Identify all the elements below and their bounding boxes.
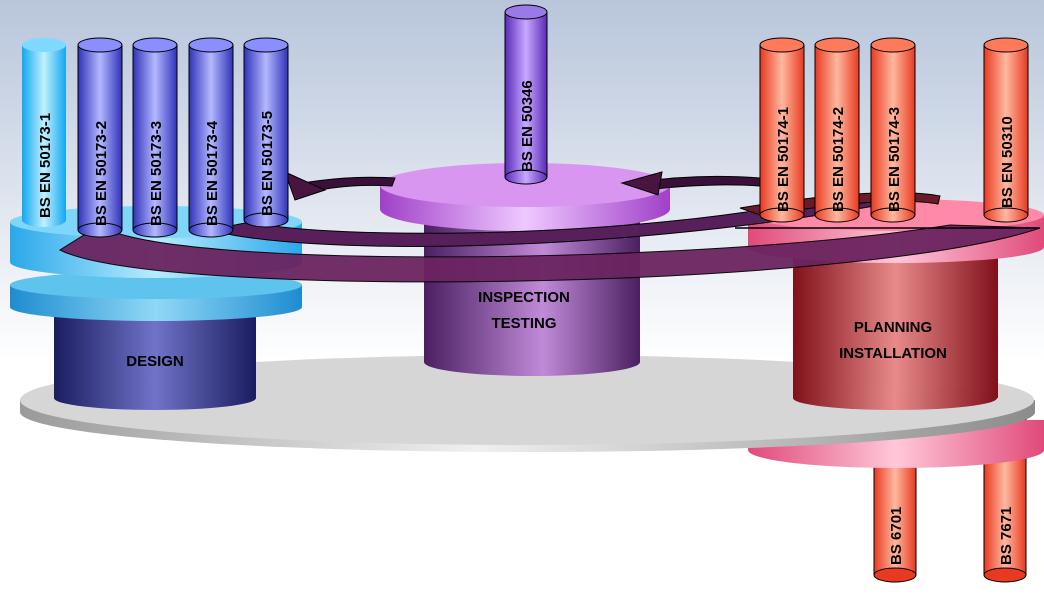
planning-label-line2: INSTALLATION <box>839 345 947 362</box>
design-label: DESIGN <box>126 353 184 370</box>
pillar-bs-en-50173-2: BS EN 50173-2 <box>77 37 123 238</box>
base-platform <box>20 355 1035 453</box>
inspection-label-line2: TESTING <box>491 315 556 332</box>
label-bs-en-50173-4: BS EN 50173-4 <box>204 120 221 226</box>
planning-cylinder <box>793 240 998 410</box>
inspection-disk <box>380 163 670 231</box>
pillar-bs-en-50173-5: BS EN 50173-5 <box>243 37 289 228</box>
pillar-bs-en-50174-1: BS EN 50174-1 <box>759 37 805 223</box>
pillar-bs-en-50173-3: BS EN 50173-3 <box>132 37 178 238</box>
label-bs-en-50174-2: BS EN 50174-2 <box>830 107 847 212</box>
label-bs-7671: BS 7671 <box>998 507 1015 565</box>
pillar-bs-en-50310: BS EN 50310 <box>983 37 1029 223</box>
planning-label-line1: PLANNING <box>854 319 932 336</box>
pillar-bs-en-50173-4: BS EN 50173-4 <box>188 37 234 238</box>
pillar-bs-en-50173-1: BS EN 50173-1 <box>22 38 66 227</box>
label-bs-en-50173-5: BS EN 50173-5 <box>259 111 276 216</box>
label-bs-en-50173-2: BS EN 50173-2 <box>93 121 110 226</box>
label-bs-en-50174-1: BS EN 50174-1 <box>775 107 792 212</box>
label-bs-en-50173-3: BS EN 50173-3 <box>148 121 165 226</box>
label-bs-en-50346: BS EN 50346 <box>519 80 536 172</box>
label-bs-en-50173-1: BS EN 50173-1 <box>37 113 54 218</box>
label-bs-en-50174-3: BS EN 50174-3 <box>886 107 903 212</box>
pillar-bs-en-50174-3: BS EN 50174-3 <box>870 37 916 223</box>
inspection-label-line1: INSPECTION <box>478 289 570 306</box>
label-bs-en-50310: BS EN 50310 <box>999 116 1016 208</box>
pillar-bs-en-50174-2: BS EN 50174-2 <box>814 37 860 223</box>
design-lower-disk <box>10 271 302 321</box>
label-bs-6701: BS 6701 <box>888 507 905 565</box>
pillar-bs-en-50346: BS EN 50346 <box>504 4 548 185</box>
